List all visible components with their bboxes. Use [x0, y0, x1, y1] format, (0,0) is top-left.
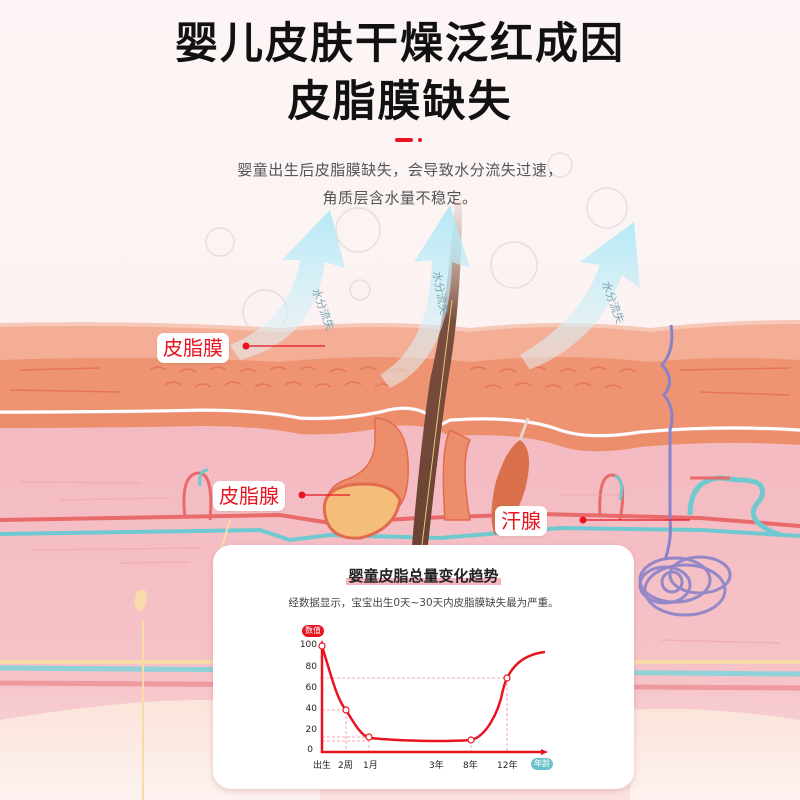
y-tick: 40	[305, 704, 317, 714]
chart-subtitle: 经数据显示，宝宝出生0天~30天内皮脂膜缺失最为严重。	[288, 597, 559, 609]
x-tick: 出生	[313, 761, 332, 771]
title-underline-bar	[395, 138, 413, 142]
chart-card: 婴童皮脂总量变化趋势 经数据显示，宝宝出生0天~30天内皮脂膜缺失最为严重。	[213, 545, 634, 789]
y-tick: 0	[307, 745, 313, 755]
label-sebum-film: 皮脂膜	[157, 333, 229, 363]
x-tick: 1月	[363, 761, 378, 771]
description-line-2: 角质层含水量不稳定。	[322, 189, 478, 207]
x-tick: 2周	[338, 761, 353, 771]
y-tick: 100	[299, 640, 317, 650]
description-line-1: 婴童出生后皮脂膜缺失，会导致水分流失过速，	[237, 161, 563, 179]
data-line	[320, 645, 546, 743]
x-tick: 12年	[497, 761, 518, 771]
y-tick: 20	[305, 725, 317, 735]
axes	[320, 645, 543, 754]
line-chart	[318, 640, 548, 755]
y-axis-badge: 数值	[302, 625, 324, 637]
x-tick: 8年	[463, 761, 478, 771]
description: 婴童出生后皮脂膜缺失，会导致水分流失过速， 角质层含水量不稳定。	[0, 156, 800, 212]
x-axis-badge: 年龄	[531, 758, 553, 770]
title-underline-dot	[418, 138, 422, 142]
x-tick: 3年	[429, 761, 444, 771]
page-title: 婴儿皮肤干燥泛红成因	[175, 19, 625, 69]
chart-title-text: 婴童皮脂总量变化趋势	[346, 567, 501, 585]
label-sebaceous-gland: 皮脂腺	[213, 481, 285, 511]
data-markers	[318, 642, 511, 744]
chart-title: 婴童皮脂总量变化趋势	[213, 565, 634, 586]
label-sweat-gland: 汗腺	[495, 506, 547, 536]
page-subtitle: 皮脂膜缺失	[287, 77, 513, 127]
y-tick: 80	[305, 662, 317, 672]
y-tick: 60	[305, 683, 317, 693]
